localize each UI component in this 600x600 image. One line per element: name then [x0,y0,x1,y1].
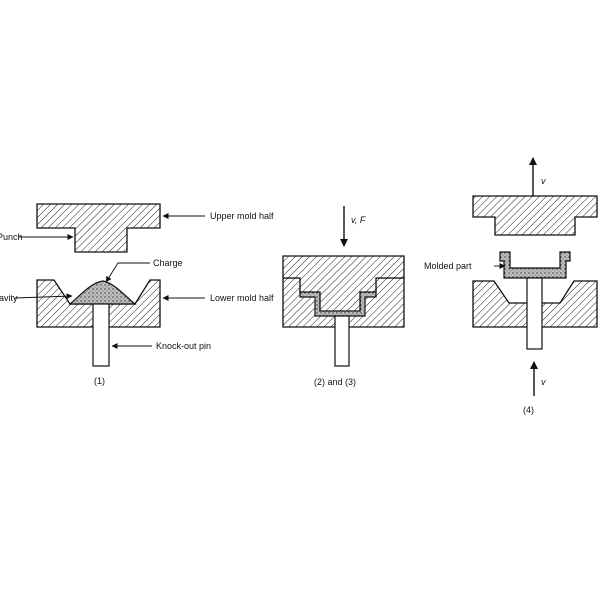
label-charge: Charge [153,258,183,268]
upper-mold-half-4 [472,195,598,236]
upper-mold-half-1 [36,203,161,253]
molded-part-4 [499,251,571,279]
knock-out-pin-1 [92,303,110,367]
stage-4: v v Molded part (4) [424,157,598,415]
label-knock-out-pin: Knock-out pin [156,341,211,351]
label-up-motion: v [541,176,546,186]
label-molded-part: Molded part [424,261,472,271]
knock-out-pin-4 [526,277,543,350]
lower-mold-half-1 [36,279,161,328]
label-upper-mold-half: Upper mold half [210,211,274,221]
label-lower-mold-half: Lower mold half [210,293,274,303]
stage-1: Upper mold half Punch Charge avity Lower… [0,203,274,386]
label-ejector-motion: v [541,377,546,387]
stage-2-3: v, F (2) and (3) [282,206,405,387]
label-press-motion: v, F [351,215,366,225]
label-cavity: avity [0,293,18,303]
upper-mold-half-2 [282,255,405,312]
caption-step-4: (4) [523,405,534,415]
caption-step-1: (1) [94,376,105,386]
caption-step-2-3: (2) and (3) [314,377,356,387]
label-punch: Punch [0,232,23,242]
charge [68,280,137,305]
knock-out-pin-2 [334,315,350,367]
